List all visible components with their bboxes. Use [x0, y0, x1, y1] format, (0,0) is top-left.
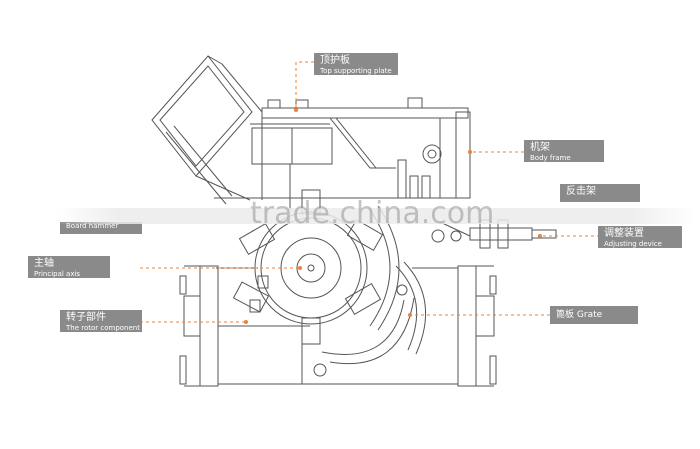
- label-body-frame-cn: 机架: [530, 142, 550, 153]
- feed-chute: [151, 55, 263, 205]
- label-principal-axis: 主轴 Principal axis: [28, 256, 110, 278]
- label-principal-axis-cn: 主轴: [34, 258, 54, 269]
- label-adjusting-en: Adjusting device: [604, 240, 662, 248]
- watermark-text: trade.china.com: [250, 196, 495, 231]
- label-body-frame-en: Body frame: [530, 154, 571, 162]
- label-top-plate-cn: 顶护板: [320, 55, 350, 66]
- label-rotor-en: The rotor component: [66, 324, 140, 332]
- grate-drawing: [313, 261, 427, 377]
- label-rotor: 转子部件 The rotor component: [60, 310, 142, 332]
- label-grate-en: Grate: [576, 310, 603, 320]
- adjusting-device-drawing: [431, 219, 557, 249]
- label-top-plate: 顶护板 Top supporting plate: [314, 53, 398, 75]
- label-adjusting-cn: 调整装置: [604, 228, 644, 239]
- label-principal-axis-en: Principal axis: [34, 270, 81, 278]
- leader-lines: [140, 61, 600, 323]
- top-plate-drawing: [250, 97, 469, 210]
- watermark-band: [55, 208, 695, 224]
- label-counter-frame: 反击架: [560, 184, 640, 202]
- label-counter-frame-cn: 反击架: [566, 186, 596, 197]
- lower-frame-drawing: [179, 265, 497, 387]
- label-body-frame: 机架 Body frame: [524, 140, 604, 162]
- body-frame-drawing: [214, 111, 471, 199]
- label-top-plate-en: Top supporting plate: [320, 67, 392, 75]
- label-grate: 篦板 Grate: [550, 306, 638, 324]
- label-grate-cn: 篦板: [556, 310, 575, 320]
- label-adjusting: 调整装置 Adjusting device: [598, 226, 682, 248]
- label-board-hammer: Board hammer: [60, 222, 142, 234]
- label-rotor-cn: 转子部件: [66, 312, 106, 323]
- label-board-hammer-en: Board hammer: [66, 222, 119, 230]
